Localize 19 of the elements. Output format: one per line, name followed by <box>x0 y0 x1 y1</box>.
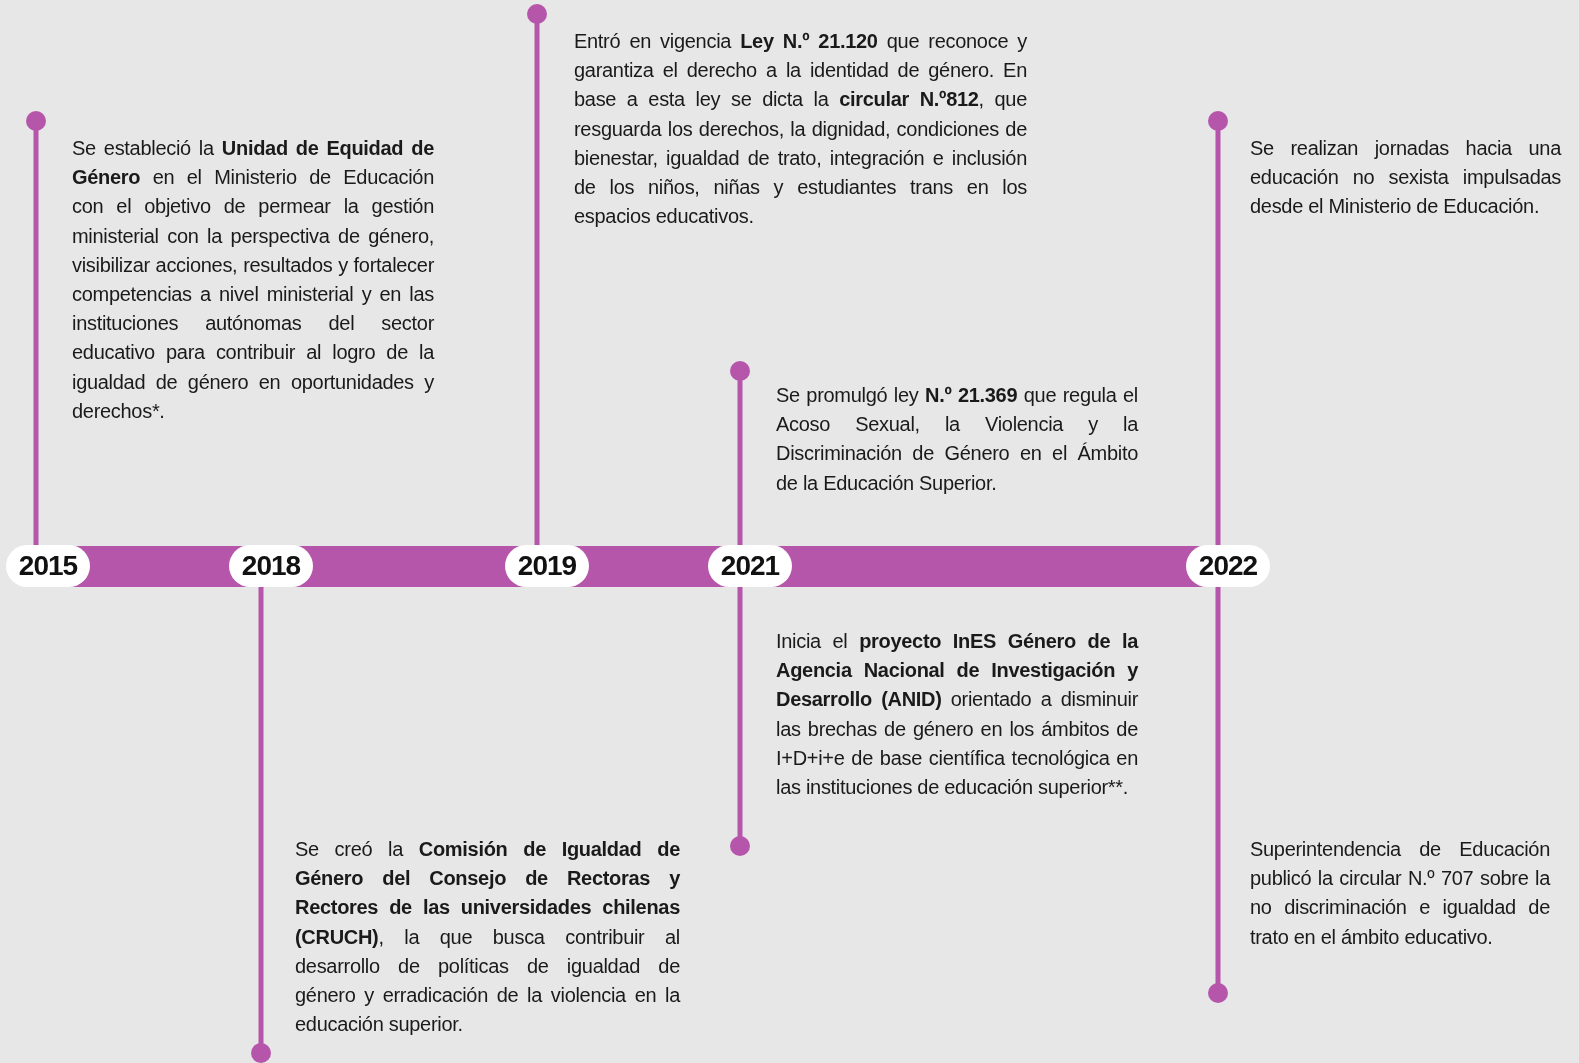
timeline-stem <box>1208 111 1228 545</box>
year-badge: 2021 <box>708 545 792 587</box>
event-description: Entró en vigencia Ley N.º 21.120 que reconoce y garantiza el derecho a la identidad de género. En base a esta ley se dicta la circular N.º812, que resguarda los derechos, la dignidad, condiciones de bienestar, igualdad de trato, integración e inclusión de los niños, niñas y estudiantes trans en los espacios educativos. <box>574 27 1027 232</box>
year-badge: 2015 <box>6 545 90 587</box>
event-description: Inicia el proyecto InES Género de la Agencia Nacional de Investigación y Desarrollo (ANID) orientado a disminuir las brechas de género en los ámbitos de I+D+i+e de base científica tecnológica en las instituciones de educación superior**. <box>776 627 1138 803</box>
event-description: Se promulgó ley N.º 21.369 que regula el Acoso Sexual, la Violencia y la Discriminación de Género en el Ámbito de la Educación Superior. <box>776 381 1138 498</box>
event-description: Se realizan jornadas hacia una educación no sexista impulsadas desde el Ministerio de Educación. <box>1250 134 1561 222</box>
year-badge: 2018 <box>229 545 313 587</box>
timeline-stem <box>730 361 750 545</box>
timeline-stem <box>26 111 46 545</box>
year-badge: 2019 <box>505 545 589 587</box>
timeline-stem <box>527 4 547 545</box>
event-description: Superintendencia de Educación publicó la circular N.º 707 sobre la no discriminación e igualdad de trato en el ámbito educativo. <box>1250 835 1550 952</box>
event-description: Se estableció la Unidad de Equidad de Género en el Ministerio de Educación con el objetivo de permear la gestión ministerial con la perspectiva de género, visibilizar acciones, resultados y fortalecer competencias a nivel ministerial y en las instituciones autónomas del sector educativo para contribuir al logro de la igualdad de género en oportunidades y derechos*. <box>72 134 434 427</box>
event-description: Se creó la Comisión de Igualdad de Género del Consejo de Rectoras y Rectores de las universidades chilenas (CRUCH), la que busca contribuir al desarrollo de políticas de igualdad de género y erradicación de la violencia en la educación superior. <box>295 835 680 1040</box>
timeline-stem <box>730 587 750 856</box>
timeline-stem <box>251 587 271 1063</box>
timeline-stem <box>1208 587 1228 1003</box>
year-badge: 2022 <box>1186 545 1270 587</box>
